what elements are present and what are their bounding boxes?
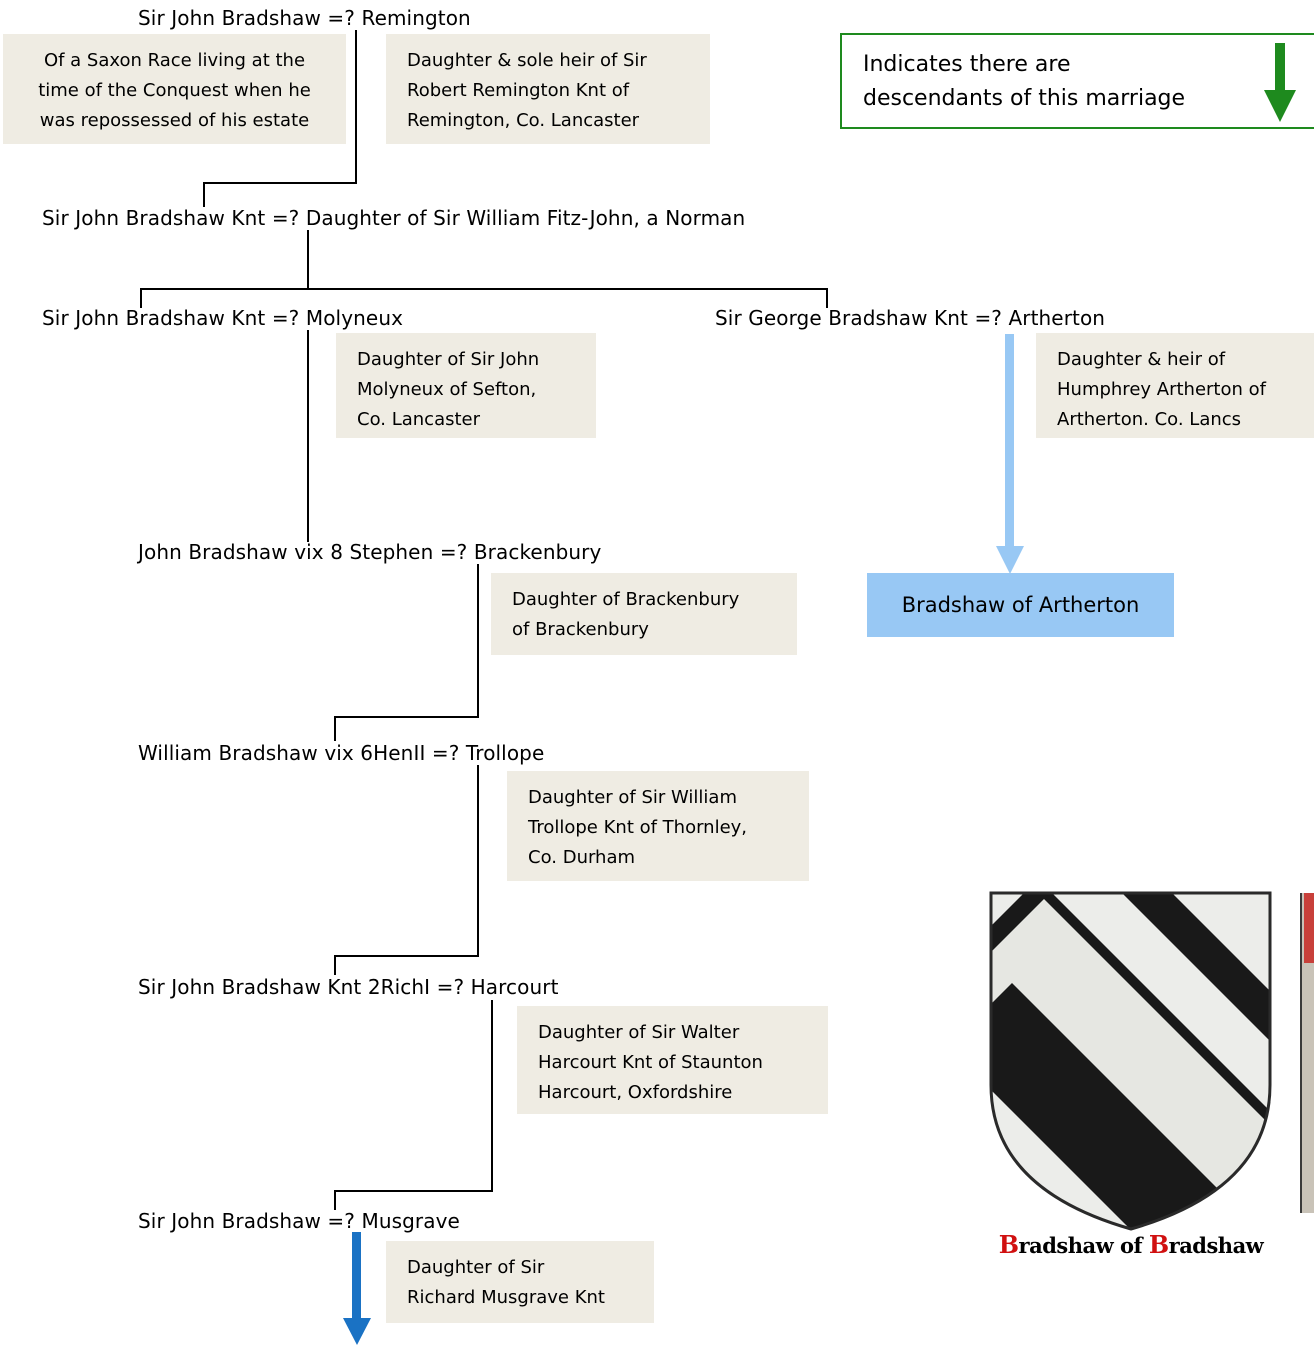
shield-outline — [989, 891, 1272, 1231]
note-line: Trollope Knt of Thornley, — [528, 817, 748, 838]
caption-initial: B — [998, 1230, 1019, 1259]
person-sir-john-bradshaw-musgrave: Sir John Bradshaw =? Musgrave — [138, 1209, 460, 1233]
main-arrow-shaft — [352, 1232, 361, 1322]
note-line: Daughter of Sir John — [357, 349, 540, 370]
note-trollope: Daughter of Sir William Trollope Knt of … — [507, 771, 809, 881]
connector-line — [826, 288, 828, 308]
caption-text: radshaw of — [1018, 1233, 1149, 1258]
main-arrow-head — [343, 1318, 371, 1345]
connector-line — [477, 765, 479, 957]
connector-line — [491, 1000, 493, 1192]
shield-edge-border — [1300, 893, 1302, 1213]
coat-of-arms-caption: Bradshaw of Bradshaw — [970, 1230, 1292, 1261]
connector-line — [355, 30, 357, 184]
branch-arrow-shaft — [1005, 334, 1014, 549]
note-brackenbury: Daughter of Brackenbury of Brackenbury — [491, 573, 797, 655]
connector-line — [307, 230, 309, 290]
connector-line — [334, 716, 479, 718]
person-sir-george-bradshaw-artherton: Sir George Bradshaw Knt =? Artherton — [715, 306, 1106, 330]
shield-icon — [988, 889, 1274, 1231]
note-saxon-race: Of a Saxon Race living at the time of th… — [3, 34, 346, 144]
legend-line: Indicates there are — [863, 52, 1071, 77]
person-sir-john-bradshaw-harcourt: Sir John Bradshaw Knt 2RichI =? Harcourt — [138, 975, 559, 999]
caption-text: radshaw — [1168, 1233, 1264, 1258]
note-line: Of a Saxon Race living at the — [43, 50, 306, 71]
note-line: of Brackenbury — [512, 619, 649, 640]
connector-line — [334, 955, 479, 957]
note-line: Harcourt Knt of Staunton — [538, 1052, 763, 1073]
note-line: Humphrey Artherton of — [1057, 379, 1266, 400]
main-descent-arrow — [343, 1232, 371, 1345]
legend-text: Indicates there are descendants of this … — [863, 48, 1185, 116]
note-line: Daughter & sole heir of Sir — [407, 50, 647, 71]
shield-bend-stripe — [991, 983, 1270, 1229]
note-line: Daughter of Sir Walter — [538, 1022, 740, 1043]
note-line: Remington, Co. Lancaster — [407, 110, 640, 131]
note-line: Daughter & heir of — [1057, 349, 1226, 370]
shield-edge-fill — [1300, 893, 1314, 1213]
connector-line — [334, 1190, 336, 1210]
person-william-bradshaw-trollope: William Bradshaw vix 6HenII =? Trollope — [138, 741, 545, 765]
caption-initial: B — [1148, 1230, 1169, 1259]
note-line: Co. Lancaster — [357, 409, 481, 430]
shield-bend-stripe — [1078, 893, 1270, 1119]
connector-line — [334, 716, 336, 741]
note-line: Harcourt, Oxfordshire — [538, 1082, 733, 1103]
note-line: time of the Conquest when he — [38, 80, 311, 101]
connector-line — [140, 288, 828, 290]
note-line: was repossessed of his estate — [39, 110, 310, 131]
note-molyneux: Daughter of Sir John Molyneux of Sefton,… — [336, 333, 596, 438]
shield-edge-red — [1304, 893, 1314, 963]
note-line: Daughter of Sir — [407, 1257, 545, 1278]
connector-line — [203, 182, 357, 184]
connector-line — [307, 330, 309, 542]
note-remington: Daughter & sole heir of Sir Robert Remin… — [386, 34, 710, 144]
second-coat-of-arms-edge — [1300, 889, 1314, 1231]
note-harcourt: Daughter of Sir Walter Harcourt Knt of S… — [517, 1006, 828, 1114]
connector-line — [203, 182, 205, 207]
legend-arrow-head — [1264, 90, 1296, 122]
green-down-arrow-icon — [1264, 43, 1296, 122]
person-sir-john-bradshaw-fitz-john: Sir John Bradshaw Knt =? Daughter of Sir… — [42, 206, 746, 230]
legend-line: descendants of this marriage — [863, 86, 1186, 111]
branch-descent-arrow — [996, 334, 1024, 574]
connector-line — [477, 564, 479, 718]
branch-arrow-head — [996, 546, 1024, 574]
connector-line — [334, 955, 336, 975]
note-line: Robert Remington Knt of — [407, 80, 630, 101]
note-line: Artherton. Co. Lancs — [1057, 409, 1242, 430]
branch-bradshaw-of-artherton: Bradshaw of Artherton — [867, 573, 1174, 637]
legend-box: Indicates there are descendants of this … — [840, 33, 1314, 129]
person-sir-john-bradshaw-remington: Sir John Bradshaw =? Remington — [138, 6, 471, 30]
connector-line — [334, 1190, 493, 1192]
note-line: Richard Musgrave Knt — [407, 1287, 605, 1308]
note-musgrave: Daughter of Sir Richard Musgrave Knt — [386, 1241, 654, 1323]
legend-arrow-shaft — [1275, 43, 1285, 95]
note-artherton: Daughter & heir of Humphrey Artherton of… — [1036, 333, 1314, 438]
connector-line — [140, 288, 142, 308]
person-john-bradshaw-brackenbury: John Bradshaw vix 8 Stephen =? Brackenbu… — [138, 540, 602, 564]
note-line: Molyneux of Sefton, — [357, 379, 537, 400]
bradshaw-coat-of-arms — [988, 889, 1274, 1231]
person-sir-john-bradshaw-molyneux: Sir John Bradshaw Knt =? Molyneux — [42, 306, 404, 330]
note-line: Co. Durham — [528, 847, 636, 868]
note-line: Daughter of Brackenbury — [512, 589, 740, 610]
note-line: Daughter of Sir William — [528, 787, 737, 808]
shield-bend-light — [991, 899, 1270, 1229]
shield-icon — [1300, 893, 1314, 1213]
